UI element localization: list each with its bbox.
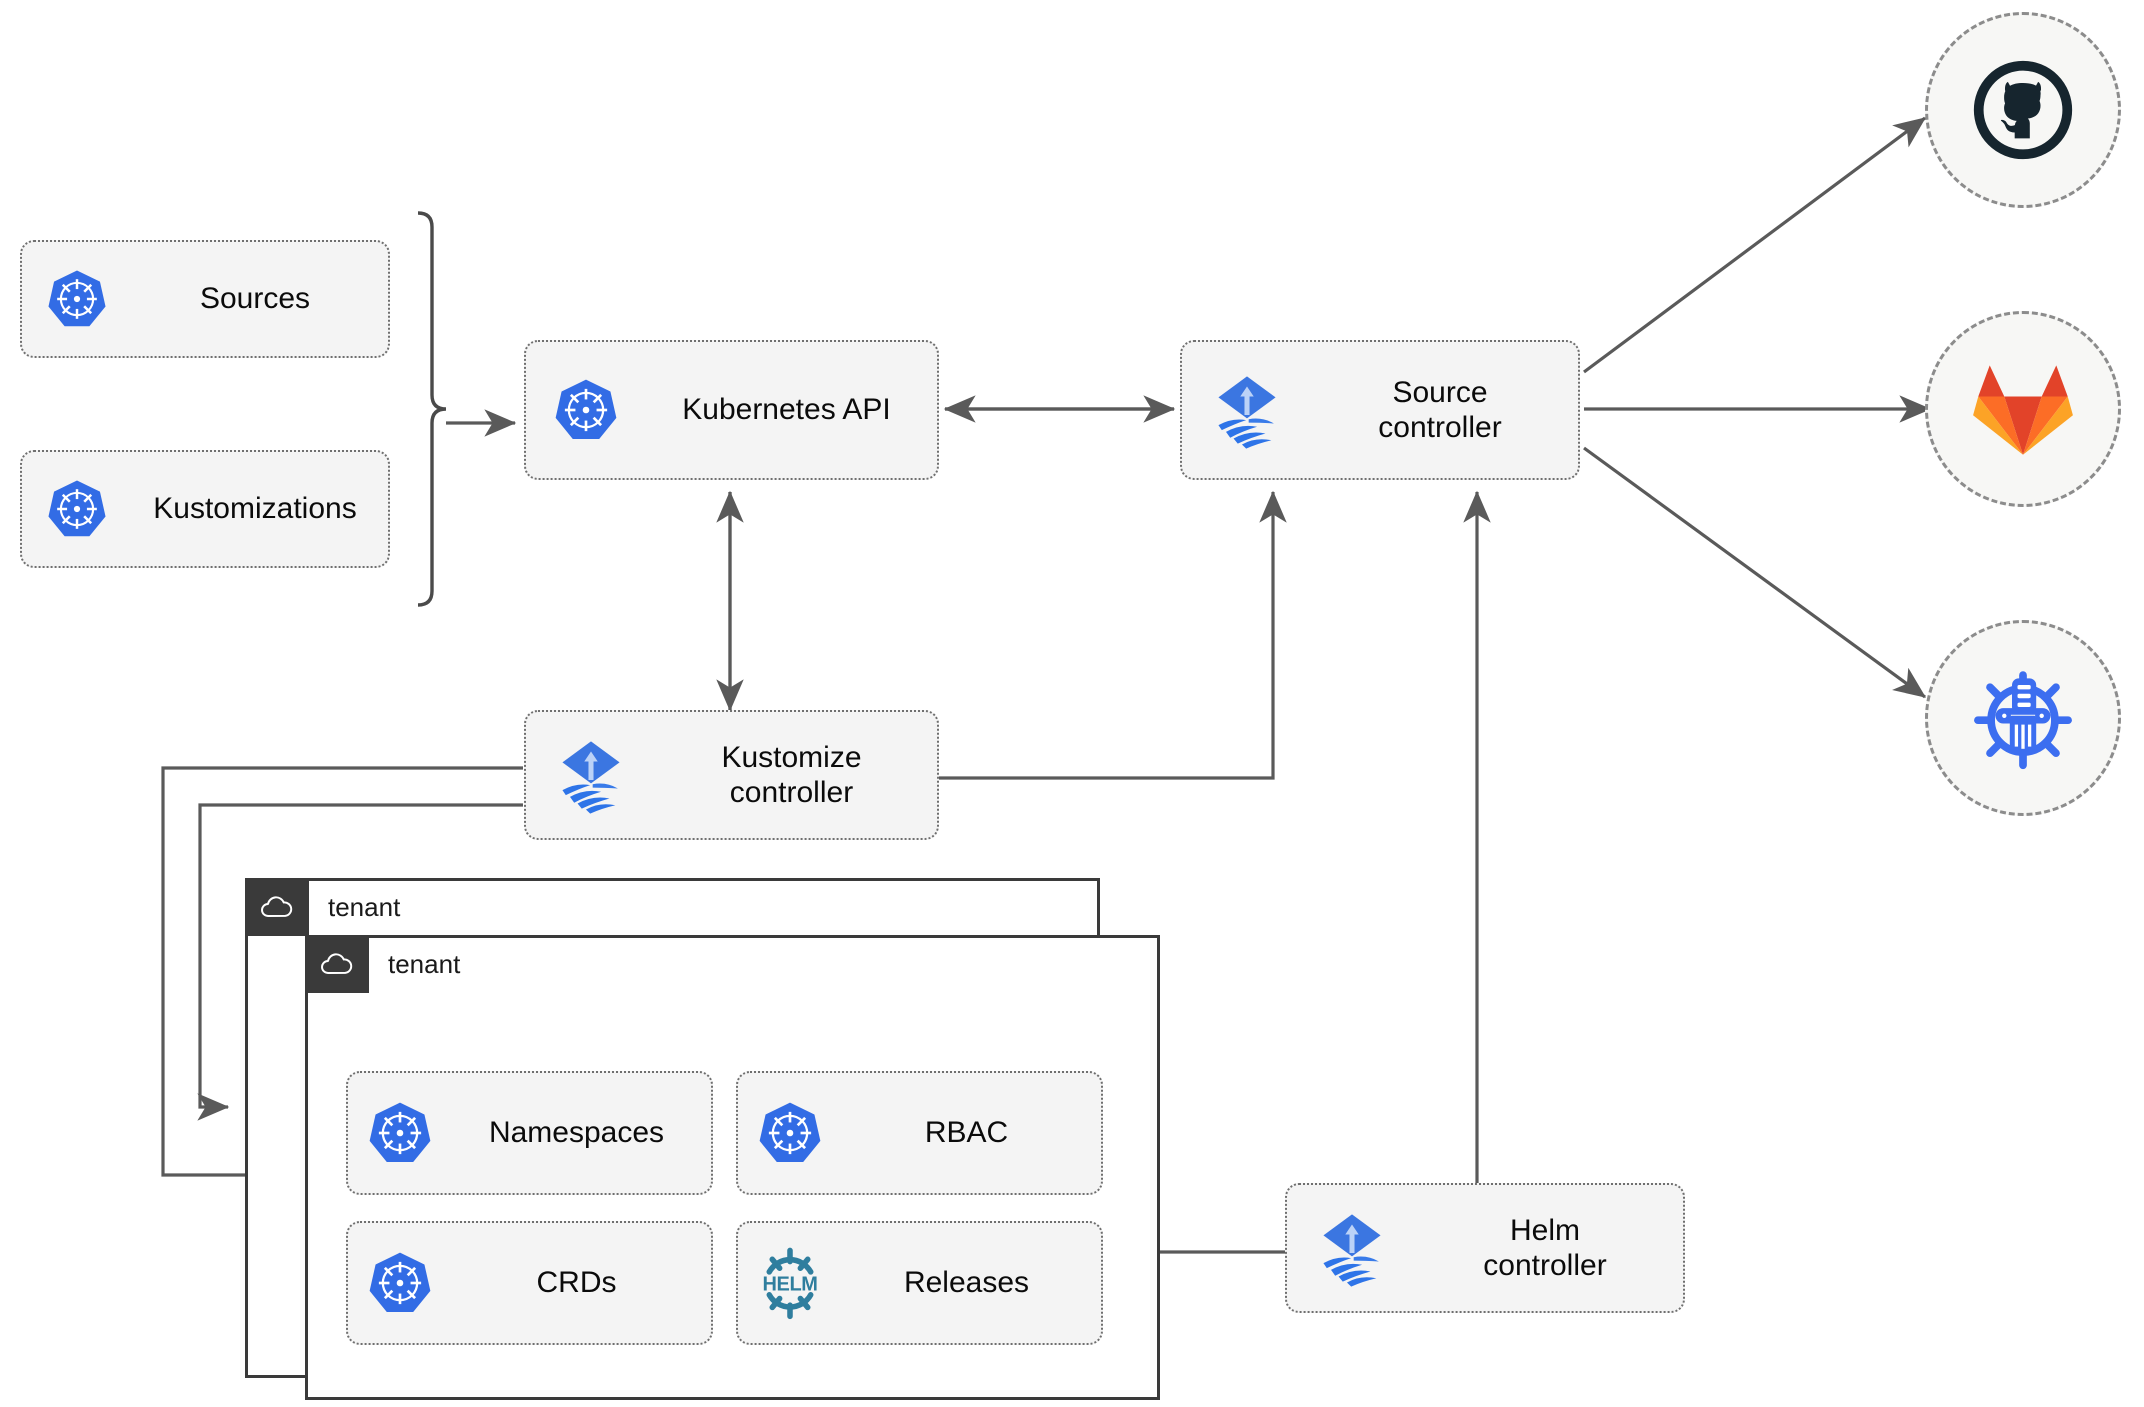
node-kubernetes-api[interactable]: Kubernetes API — [524, 340, 939, 480]
flux-icon — [526, 733, 656, 817]
node-label: Source controller — [1378, 375, 1502, 444]
endpoint-github[interactable] — [1925, 12, 2121, 208]
resource-label: CRDs — [536, 1266, 617, 1300]
node-kustomize-controller[interactable]: Kustomize controller — [524, 710, 939, 840]
helm-icon: HELM — [738, 1246, 842, 1320]
github-icon — [1973, 60, 2073, 160]
node-kustomizations[interactable]: Kustomizations — [20, 450, 390, 568]
resource-label: Namespaces — [488, 1116, 665, 1150]
flux-icon — [1287, 1206, 1417, 1290]
svg-text:HELM: HELM — [762, 1273, 817, 1295]
gitlab-icon — [1973, 365, 2073, 455]
kubernetes-icon — [526, 377, 646, 443]
helm-repository-icon — [1974, 671, 2072, 770]
tenant-title: tenant — [328, 891, 401, 922]
cloud-icon — [261, 896, 293, 917]
tenant-tab — [245, 878, 309, 936]
kubernetes-icon — [22, 268, 132, 330]
kubernetes-icon — [738, 1100, 842, 1166]
resource-label: RBAC — [924, 1116, 1009, 1150]
node-label: Kubernetes API — [682, 393, 891, 427]
node-label: Kustomizations — [153, 492, 357, 526]
tenant-tab — [305, 935, 369, 993]
resource-label: Releases — [903, 1266, 1030, 1300]
tenant-inner[interactable]: tenant Namespace — [305, 935, 1160, 1400]
kubernetes-icon — [348, 1100, 452, 1166]
flux-icon — [1182, 368, 1312, 452]
node-sources[interactable]: Sources — [20, 240, 390, 358]
node-label: Helm controller — [1483, 1213, 1607, 1282]
kubernetes-icon — [22, 478, 132, 540]
resource-namespaces[interactable]: Namespaces — [346, 1071, 713, 1195]
endpoint-helm-repository[interactable] — [1925, 620, 2121, 816]
endpoint-gitlab[interactable] — [1925, 311, 2121, 507]
node-source-controller[interactable]: Source controller — [1180, 340, 1580, 480]
cloud-icon — [321, 953, 353, 974]
node-helm-controller[interactable]: Helm controller — [1285, 1183, 1685, 1313]
resource-rbac[interactable]: RBAC — [736, 1071, 1103, 1195]
node-label: Sources — [199, 282, 311, 316]
tenant-title: tenant — [388, 948, 461, 979]
node-label: Kustomize controller — [721, 740, 862, 809]
resource-releases[interactable]: HELM Releases — [736, 1221, 1103, 1345]
resource-crds[interactable]: CRDs — [346, 1221, 713, 1345]
kubernetes-icon — [348, 1250, 452, 1316]
